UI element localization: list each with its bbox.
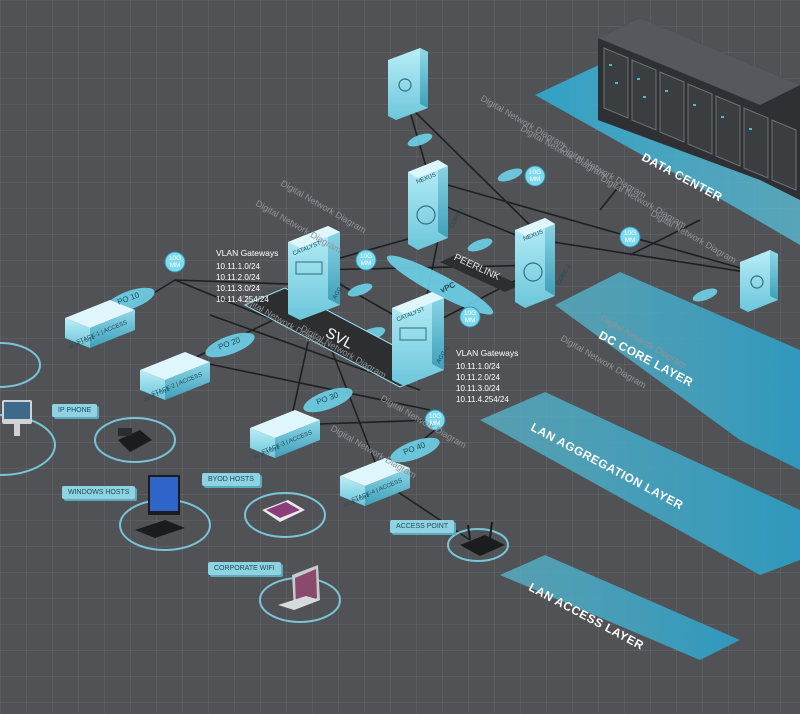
edge-appliance-top (388, 48, 428, 120)
lan-access-layer-band (500, 555, 740, 660)
core-2-switch (515, 218, 555, 308)
imac-icon (2, 400, 32, 436)
server-racks (598, 18, 800, 200)
stack-3-switch (250, 410, 320, 458)
byod-hosts-label: BYOD HOSTS (202, 473, 260, 486)
vlan-subnet: 10.11.3.0/24 (216, 284, 260, 293)
peerlink-bar (440, 255, 520, 292)
vlan-subnet: 10.11.1.0/24 (216, 262, 260, 271)
byod-tablets-icon (262, 500, 305, 522)
vlan-subnet: 10.11.1.0/24 (456, 362, 500, 371)
vlan-gateways-title: VLAN Gateways (216, 248, 279, 258)
vlan-subnet: 10.11.2.0/24 (456, 373, 500, 382)
stack-1-switch (65, 300, 135, 348)
laptop-icon (278, 565, 320, 610)
watermark-text: Digital Network Diagram (649, 208, 738, 265)
vlan-gateways-title: VLAN Gateways (456, 348, 519, 358)
vlan-gateways-agg-2: VLAN Gateways 10.11.1.0/24 10.11.2.0/24 … (456, 348, 518, 405)
ip-phone-icon (118, 428, 152, 452)
windows-hosts-label: WINDOWS HOSTS (62, 486, 136, 499)
access-point-icon (460, 521, 505, 556)
lan-aggregation-layer-band (480, 392, 800, 575)
vlan-subnet: 10.11.3.0/24 (456, 384, 500, 393)
dc-core-layer-band (555, 272, 800, 470)
core-1-switch (408, 160, 448, 250)
corporate-wifi-label: CORPORATE WIFI (208, 562, 281, 575)
endpoint-rings (0, 342, 509, 623)
vlan-gateways-agg-1: VLAN Gateways 10.11.1.0/24 10.11.2.0/24 … (216, 248, 278, 305)
ip-phone-label: IP PHONE (52, 404, 98, 417)
agg-2-switch (392, 292, 444, 386)
stack-2-switch (140, 352, 210, 400)
agg-1-switch (288, 226, 340, 320)
vlan-subnet: 10.11.4.254/24 (216, 295, 269, 304)
windows-pc-icon (135, 475, 185, 538)
access-point-label: ACCESS POINT (390, 520, 455, 533)
vlan-subnet: 10.11.4.254/24 (456, 395, 509, 404)
stack-4-switch (340, 458, 410, 506)
link-speed-nodes (164, 165, 641, 431)
edge-appliance-right (740, 250, 778, 312)
vlan-subnet: 10.11.2.0/24 (216, 273, 260, 282)
